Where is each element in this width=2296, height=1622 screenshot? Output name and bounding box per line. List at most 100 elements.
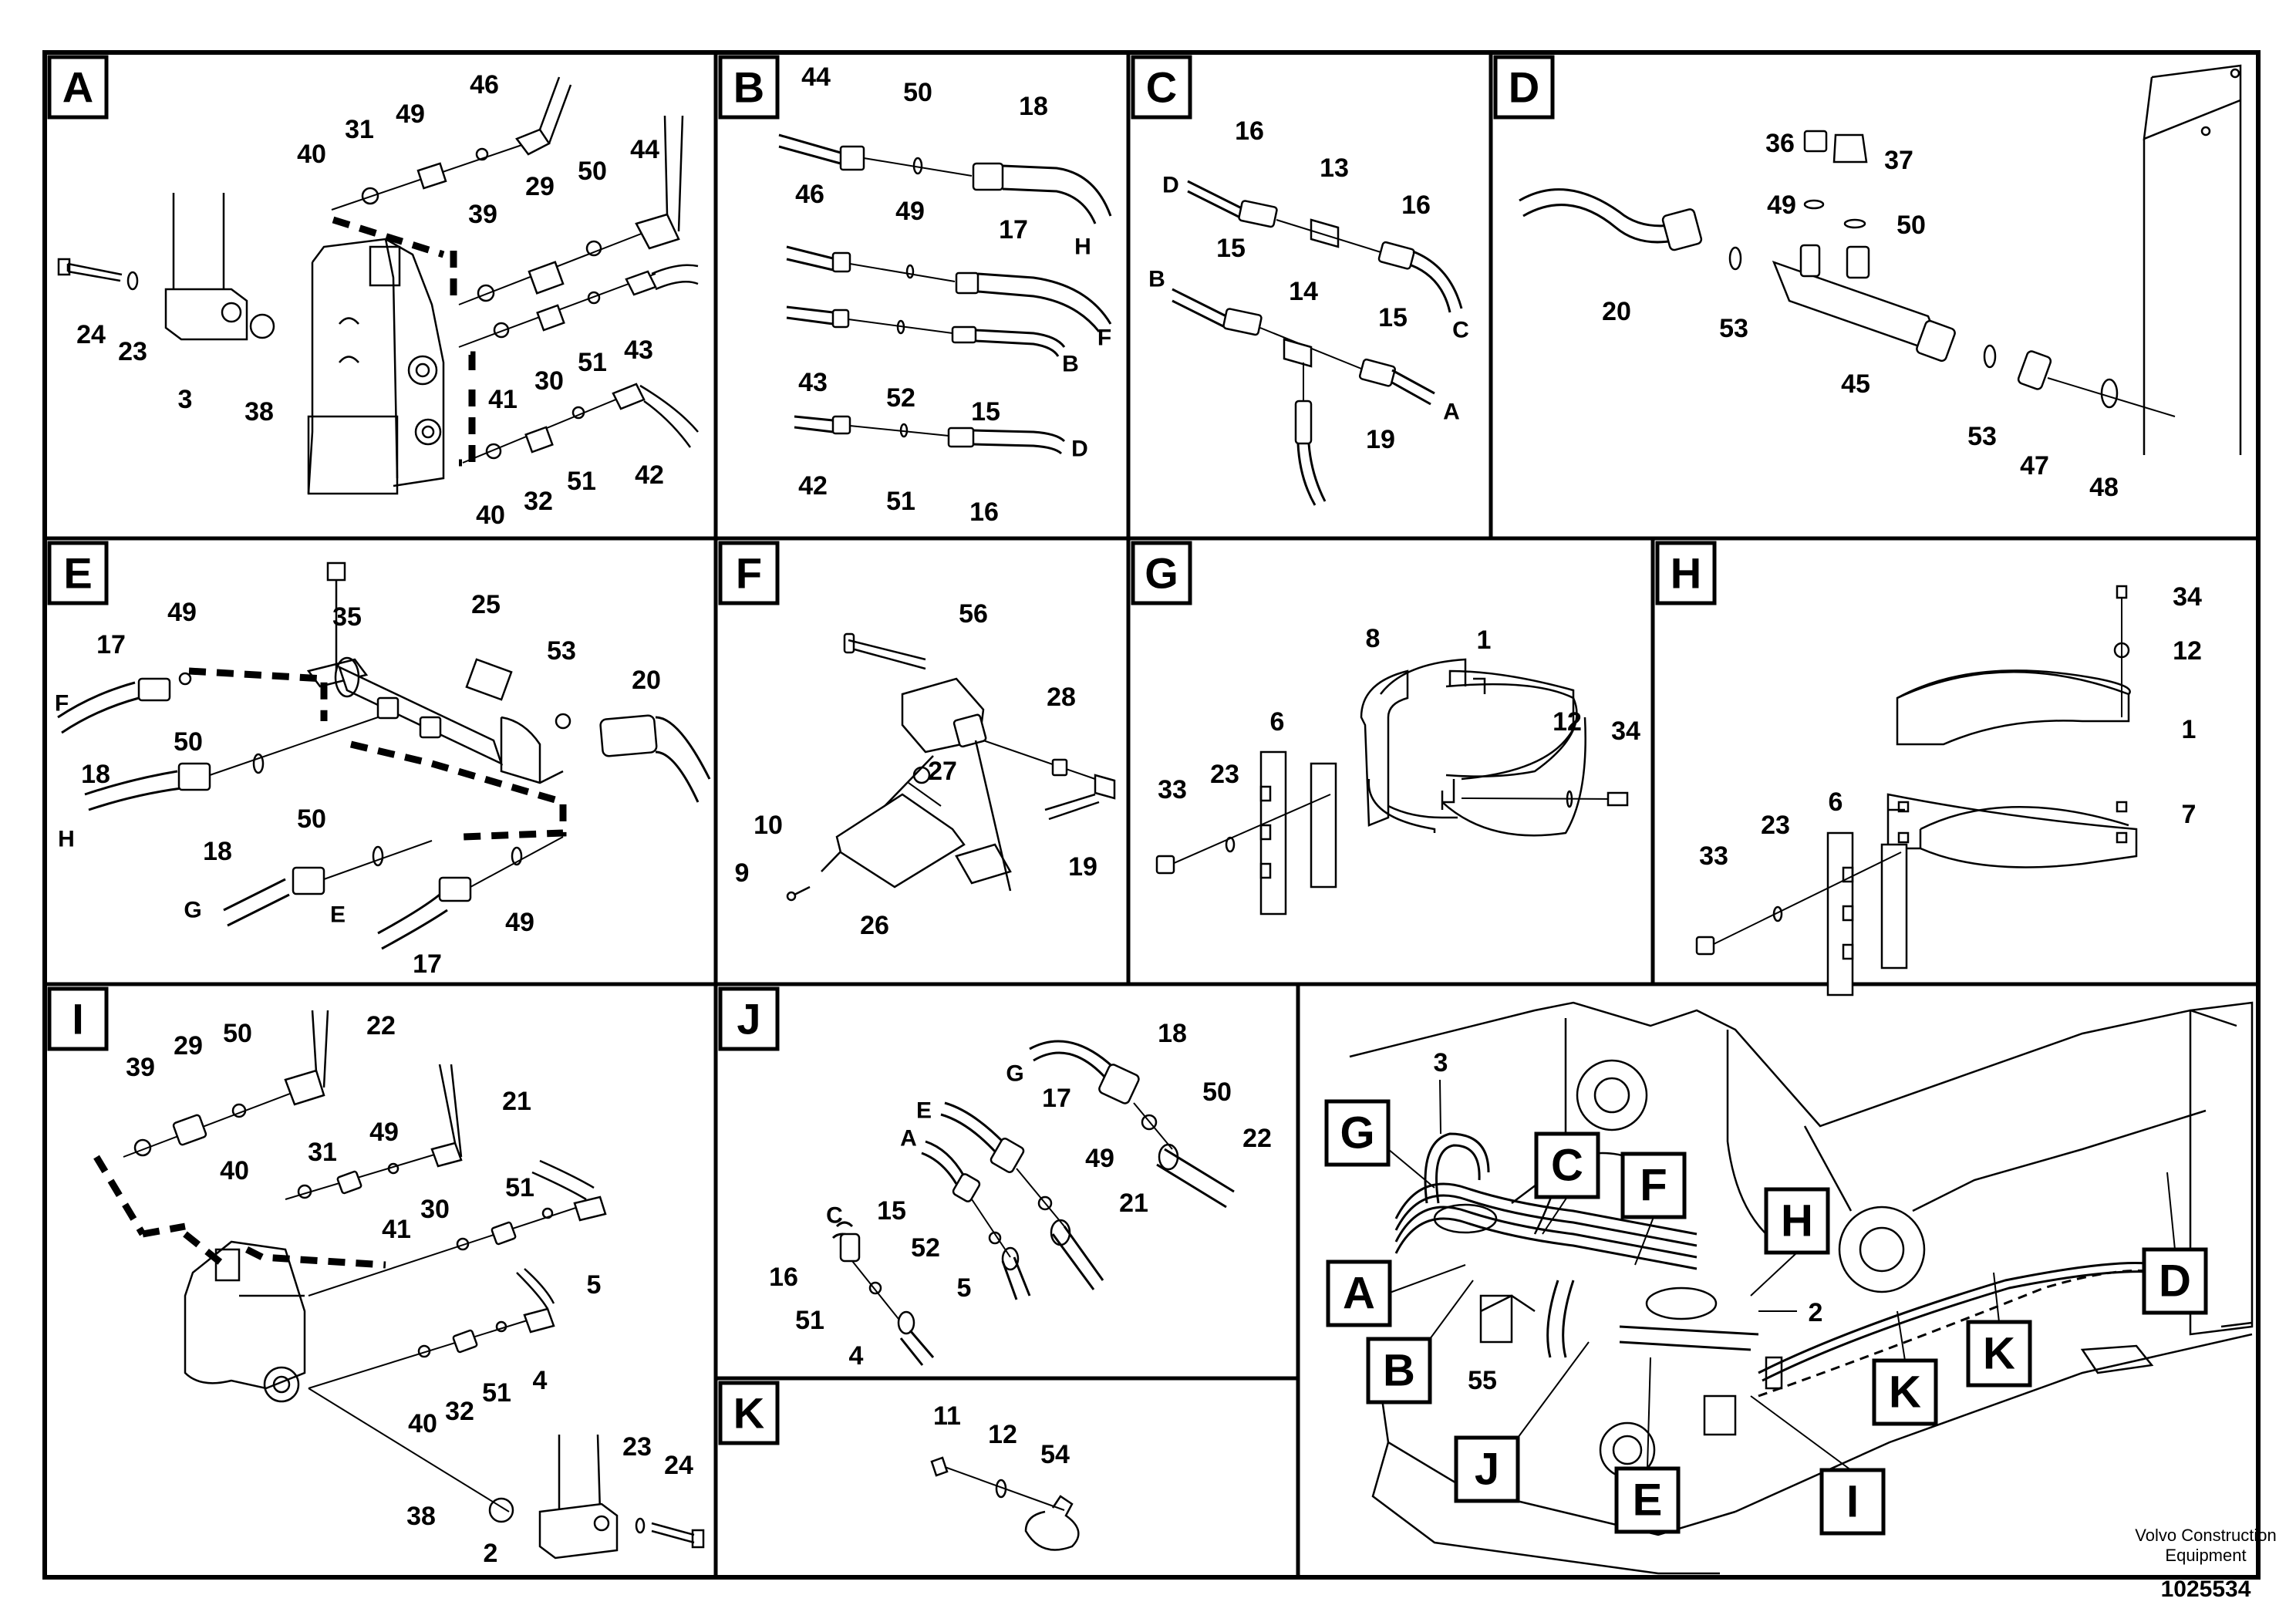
valve-base [307,415,399,495]
panel-k-label-12: 12 [988,1420,1017,1449]
panel-i-label-40b: 40 [408,1409,437,1438]
overview-callout-i: I [1819,1468,1886,1536]
panel-c-drawing: 16 13 16 15 14 15 19 D B C A [1148,116,1469,506]
panel-g-border [1126,536,1655,986]
bolt-34 [2116,585,2128,599]
overview-callout-e: E [1614,1466,1681,1534]
overview-callout-e-text: E [1633,1475,1663,1526]
panel-b-end-b: B [1062,352,1079,377]
panel-a-label-40b: 40 [476,501,505,530]
panel-i-label-30: 30 [420,1195,450,1224]
panel-i-label-51: 51 [505,1173,534,1202]
routing-dash-lines [332,216,476,467]
brand-line-2: Equipment [2165,1546,2246,1565]
panel-h-label-1: 1 [2182,715,2197,744]
panel-e-end-f: F [55,691,69,717]
overview-callout-g-text: G [1340,1108,1374,1158]
panel-c-end-b: B [1148,267,1165,292]
panel-f-label-28: 28 [1047,683,1076,712]
panel-k-label-54: 54 [1040,1440,1070,1469]
panel-c-label-15b: 15 [1378,303,1408,332]
doc-number: 1025534 [2161,1576,2251,1602]
panel-letters: A B C D E F G H I J K [47,55,1717,1445]
panel-i-label-4: 4 [533,1366,548,1395]
panel-e-label-18: 18 [81,760,110,789]
overview-callout-k2-text: K [1983,1329,2015,1379]
panel-f-label-27: 27 [928,757,957,786]
panel-h-label-23: 23 [1761,811,1790,840]
panel-e-label-20: 20 [632,666,661,695]
panel-d-label-36: 36 [1765,129,1795,158]
panel-h-label-6: 6 [1829,787,1843,817]
panel-i-label-24: 24 [664,1451,693,1480]
panel-c-label-15: 15 [1216,234,1246,263]
o-ring-38 [488,1497,514,1523]
panel-g-label-34: 34 [1611,717,1640,746]
panel-d-label-53: 53 [1719,314,1748,343]
panel-letter-k-text: K [733,1389,764,1438]
panel-a-label-24: 24 [76,320,106,349]
panel-b-end-h: H [1074,234,1091,260]
panel-j-end-a: A [900,1126,917,1152]
hose-bundle [1394,1182,1698,1270]
panel-e-end-h: H [58,827,75,852]
panel-letter-h-text: H [1671,549,1701,598]
tank-outline-overview [2189,1001,2254,1336]
panel-c-end-a: A [1443,400,1460,425]
overview-callout-a-text: A [1343,1269,1375,1319]
panel-d-label-48: 48 [2089,473,2119,502]
panel-b-label-44: 44 [801,62,831,92]
panel-c-label-16b: 16 [1401,191,1431,220]
panel-a-label-30: 30 [534,366,564,396]
panel-a-label-40: 40 [297,140,326,169]
panel-a-label-49: 49 [396,99,425,129]
panel-e-label-49b: 49 [505,908,534,937]
panel-a-label-50: 50 [578,157,607,186]
bolt-27 [912,766,931,784]
tank-outline [2143,64,2242,455]
panel-e-label-50: 50 [174,727,203,757]
panel-i-label-5: 5 [587,1270,602,1300]
panel-g-label-33: 33 [1158,775,1187,804]
panel-g-label-6: 6 [1270,707,1285,737]
panel-f-label-10: 10 [754,811,783,840]
overview-callout-b-text: B [1383,1346,1415,1396]
panel-letter-c-text: C [1146,63,1177,112]
panel-e-label-50b: 50 [297,804,326,834]
clamp-8 [1445,683,1578,777]
panel-j-label-52: 52 [911,1233,940,1263]
panel-f-label-56: 56 [959,599,988,629]
panel-letter-j-text: J [737,995,760,1044]
overview-callout-f: F [1620,1152,1687,1219]
bolt-33 [1695,936,1715,956]
panel-i-label-23: 23 [622,1432,652,1462]
overview-callout-d: D [2142,1247,2208,1315]
o-ring-38 [249,313,275,339]
panel-f-label-26: 26 [860,911,889,940]
panel-d-label-37: 37 [1884,146,1913,175]
overview-callout-c: C [1534,1131,1600,1199]
panel-k-border [713,1376,1300,1580]
panel-a-border [42,50,718,541]
panel-b-end-d: D [1071,437,1088,462]
panel-e-label-49: 49 [167,598,197,627]
adapter-block-2 [538,1502,619,1560]
overview-callout-a: A [1326,1259,1392,1327]
panel-a-label-51: 51 [578,348,607,377]
panel-g-drawing: 8 1 12 34 6 33 23 [1155,624,1640,916]
panel-grid [42,50,2261,1580]
panel-i-label-40: 40 [220,1156,249,1185]
panel-i-label-50: 50 [223,1019,252,1048]
panel-i-label-29: 29 [174,1031,203,1061]
panel-b-label-17: 17 [999,215,1028,244]
panel-a-label-46: 46 [470,70,499,99]
panel-e-end-e: E [330,902,346,928]
panel-h-label-33: 33 [1699,841,1728,871]
bracket-26 [835,793,966,889]
panel-d-label-20: 20 [1602,297,1631,326]
overview-callout-h: H [1764,1187,1830,1255]
panel-letter-b-text: B [733,63,764,112]
tee-fitting-13 [1310,218,1340,248]
overview-label-3: 3 [1434,1048,1448,1077]
p-clamp-54 [1024,1495,1080,1551]
